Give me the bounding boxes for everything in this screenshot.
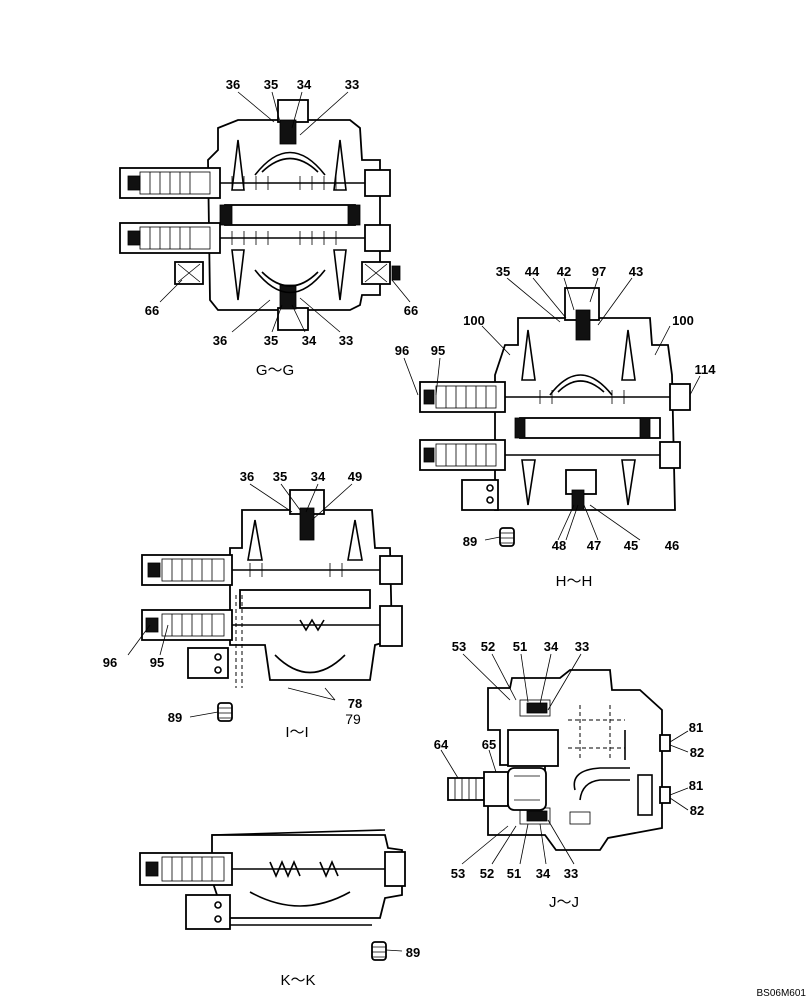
callout-36-bottom: 36: [213, 333, 227, 348]
callout-97: 97: [592, 264, 606, 279]
callout-51-bottom: 51: [507, 866, 521, 881]
callout-33-top: 33: [575, 639, 589, 654]
valve-body-jj: [447, 669, 671, 851]
view-title-gg: G～G: [256, 362, 294, 379]
callout-89: 89: [168, 710, 182, 725]
callout-34-bottom: 34: [536, 866, 551, 881]
leader-lines-jj: [440, 653, 689, 865]
leader-lines-gg: [159, 91, 411, 333]
valve-body-hh: [419, 287, 691, 547]
callout-79: 79: [345, 711, 361, 727]
callout-35-top: 35: [264, 77, 278, 92]
view-gg: 36 35 34 33 66 66 36 35 34 33 G～G: [119, 77, 418, 379]
callout-35: 35: [496, 264, 510, 279]
callout-78: 78: [348, 696, 362, 711]
callout-47: 47: [587, 538, 601, 553]
view-kk: 89 K～K: [139, 829, 420, 989]
valve-body-gg: [119, 99, 401, 331]
view-title-jj: J～J: [549, 894, 579, 911]
callout-48: 48: [552, 538, 566, 553]
view-hh: 35 44 42 97 43 100 100 96 95 114 89 48 4…: [395, 264, 716, 590]
view-title-hh: H～H: [556, 573, 593, 590]
callout-52-top: 52: [481, 639, 495, 654]
drawing-reference-code: BS06M601: [757, 988, 807, 999]
view-ii: 36 35 34 49 96 95 78 79 89 I～I: [103, 469, 403, 741]
leader-lines-kk: [385, 949, 403, 952]
view-jj: 53 52 51 34 33 81 82 64 65 81 82 53 52 5…: [434, 639, 704, 911]
callout-81-top: 81: [689, 720, 703, 735]
callout-33-top: 33: [345, 77, 359, 92]
callout-95: 95: [431, 343, 445, 358]
callout-96: 96: [395, 343, 409, 358]
callout-45: 45: [624, 538, 638, 553]
callout-53-bottom: 53: [451, 866, 465, 881]
view-title-kk: K～K: [280, 972, 315, 989]
callout-82-bottom: 82: [690, 803, 704, 818]
callout-95: 95: [150, 655, 164, 670]
callout-33-bottom: 33: [339, 333, 353, 348]
callout-36-top: 36: [226, 77, 240, 92]
callout-82-top: 82: [690, 745, 704, 760]
callout-53-top: 53: [452, 639, 466, 654]
callout-35: 35: [273, 469, 287, 484]
callout-100-right: 100: [672, 313, 694, 328]
callout-36: 36: [240, 469, 254, 484]
callout-44: 44: [525, 264, 540, 279]
callout-34-top: 34: [297, 77, 312, 92]
callout-66-right: 66: [404, 303, 418, 318]
callout-33-bottom: 33: [564, 866, 578, 881]
leader-lines-hh: [403, 277, 701, 541]
callout-35-bottom: 35: [264, 333, 278, 348]
callout-43: 43: [629, 264, 643, 279]
callout-42: 42: [557, 264, 571, 279]
callout-34-top: 34: [544, 639, 559, 654]
valve-body-ii: [141, 489, 403, 722]
callout-46: 46: [665, 538, 679, 553]
callout-89: 89: [463, 534, 477, 549]
callout-89: 89: [406, 945, 420, 960]
callout-66-left: 66: [145, 303, 159, 318]
callout-65: 65: [482, 737, 496, 752]
callout-96: 96: [103, 655, 117, 670]
leader-lines-ii: [127, 483, 353, 718]
callout-52-bottom: 52: [480, 866, 494, 881]
callout-100-left: 100: [463, 313, 485, 328]
callout-34-bottom: 34: [302, 333, 317, 348]
callout-34: 34: [311, 469, 326, 484]
callout-81-bottom: 81: [689, 778, 703, 793]
callout-51-top: 51: [513, 639, 527, 654]
callout-64: 64: [434, 737, 449, 752]
callout-114: 114: [695, 362, 717, 377]
callout-49: 49: [348, 469, 362, 484]
view-title-ii: I～I: [285, 724, 308, 741]
valve-body-kk: [139, 829, 406, 961]
